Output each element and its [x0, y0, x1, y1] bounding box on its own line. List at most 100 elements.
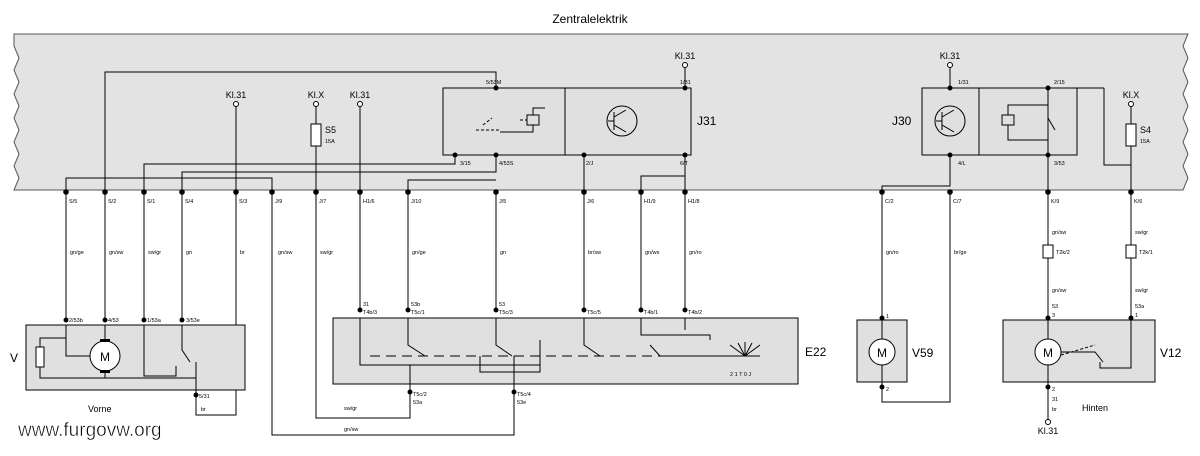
wire-label: gn	[500, 250, 506, 256]
wire-label: gn/ge	[70, 250, 84, 256]
terminal-label: K/9	[1051, 199, 1059, 205]
v12-pin: 2	[1052, 387, 1055, 393]
j31-pin-553m: 5/53M	[486, 80, 502, 86]
terminal-label: J/7	[319, 199, 326, 205]
terminal-label: J/10	[411, 199, 421, 205]
wire-label: gn/sw	[1052, 230, 1066, 236]
wiper-motor-rear-v12: M V12 53 3 53a 1 2 31 br Kl.31 Hinten	[1002, 304, 1182, 436]
wire-label: br	[1052, 407, 1057, 413]
fuse-s5-amp: 15A	[325, 139, 335, 145]
motor-v12-caption: Hinten	[1082, 403, 1108, 413]
switch-positions: 2 1 T 0 J	[730, 372, 751, 378]
motor-icon: M	[100, 350, 110, 364]
wire-label: sw/gr	[344, 406, 357, 412]
terminal-label: S/2	[108, 199, 116, 205]
v59-pin: 1	[886, 314, 889, 320]
e22-pin: T5c/2	[413, 392, 427, 398]
terminal-label: J/6	[587, 199, 594, 205]
wire-label: br	[201, 407, 206, 413]
motor-icon: M	[877, 346, 887, 360]
motor-v-pin: 4/53	[108, 318, 119, 324]
terminal-label: S/4	[185, 199, 193, 205]
e22-pin: 53b	[411, 302, 420, 308]
v59-label: V59	[912, 346, 934, 360]
e22-pin: T5c/5	[587, 310, 601, 316]
motor-v-pin: 3/53e	[186, 318, 200, 324]
j30-label: J30	[892, 114, 912, 128]
e22-pin: T4b/2	[688, 310, 702, 316]
wire-label: gn/sw	[1052, 288, 1066, 294]
e22-pin: 53	[499, 302, 505, 308]
terminal-label: H1/9	[644, 199, 656, 205]
wire-label: br/ge	[954, 250, 967, 256]
e22-pin: T4b/3	[363, 310, 377, 316]
junction-dots	[452, 85, 1051, 158]
motor-v-label: V	[10, 351, 18, 365]
wire-label: gn/ro	[689, 250, 702, 256]
wire-label: sw/gr	[148, 250, 161, 256]
internal-wiring	[65, 71, 1131, 192]
motor-icon: M	[1043, 346, 1053, 360]
e22-pin: T5c/4	[517, 392, 531, 398]
v12-pin: 53a	[1135, 304, 1145, 310]
relay-j31: J31 5/53M 1/31 3/15 4/53S 2/J 6/T	[442, 80, 717, 167]
kl31-label: Kl.31	[1038, 426, 1059, 436]
wire-label: br	[240, 250, 245, 256]
fuse-s4-label: S4	[1140, 125, 1151, 135]
relay-j30: J30 1/31 2/15 4/L 3/53	[892, 80, 1078, 167]
transistor-icon	[934, 105, 966, 137]
terminal-label: J/9	[275, 199, 282, 205]
e22-pin: T5c/3	[499, 310, 513, 316]
kl31-label: Kl.31	[226, 90, 247, 100]
wire-label: sw/gr	[1135, 230, 1148, 236]
connector-label: T2k/2	[1056, 250, 1070, 256]
j31-pin-453s: 4/53S	[499, 161, 514, 167]
wiper-motor-front-v: V M 2/53b 4/53 1/53a 3/53e 5/31 Vorne	[10, 318, 246, 414]
e22-pin: T4b/1	[644, 310, 658, 316]
j30-pin-215: 2/15	[1054, 80, 1065, 86]
j31-pin-2j: 2/J	[586, 161, 594, 167]
fuse-s4-amp: 15A	[1140, 139, 1150, 145]
v12-pin: 53	[1052, 304, 1058, 310]
v12-pin: 31	[1052, 397, 1058, 403]
v12-label: V12	[1160, 346, 1182, 360]
e22-pin: T5c/1	[411, 310, 425, 316]
terminal-label: S/3	[239, 199, 247, 205]
wire-label: sw/gr	[1135, 288, 1148, 294]
j31-pin-6t: 6/T	[680, 161, 689, 167]
wire-label: gn/ge	[412, 250, 426, 256]
motor-v-pin: 1/53a	[147, 318, 162, 324]
wire-label: gn	[186, 250, 192, 256]
klx-label: Kl.X	[308, 90, 325, 100]
kl31-label: Kl.31	[675, 51, 696, 61]
terminal-label: K/6	[1134, 199, 1142, 205]
harness-wires	[65, 192, 1137, 436]
terminal-label: C/2	[885, 199, 894, 205]
connector-label: T2k/1	[1139, 250, 1153, 256]
fuse-s4: S4 15A	[1125, 123, 1151, 192]
e22-pin: 31	[363, 302, 369, 308]
terminal-label: J/5	[499, 199, 506, 205]
lower-connector-dots	[63, 307, 1134, 398]
wire-label: br/sw	[588, 250, 601, 256]
wiper-switch-e22: E22 2 1 T 0 J 31 T4b/3 53b T5c/1 53 T5c/…	[332, 302, 827, 406]
terminal-label: C/7	[953, 199, 962, 205]
fuse-s5-label: S5	[325, 125, 336, 135]
fuse-s5: S5 15A	[310, 123, 336, 192]
transistor-icon	[606, 105, 638, 137]
washer-pump-v59: M V59 1 2	[856, 314, 934, 393]
j31-label: J31	[697, 114, 717, 128]
j30-pin-353: 3/53	[1054, 161, 1065, 167]
wire-color-labels: gn/ge gn/sw sw/gr gn br gn/sw sw/gr gn/g…	[70, 230, 1153, 433]
kl31-label: Kl.31	[940, 51, 961, 61]
j30-pin-4l: 4/L	[958, 161, 966, 167]
motor-v-pin: 5/31	[199, 394, 210, 400]
e22-label: E22	[805, 345, 827, 359]
terminal-label: H1/6	[363, 199, 375, 205]
v12-pin: 1	[1135, 313, 1138, 319]
v12-pin: 3	[1052, 313, 1055, 319]
terminal-label: H1/8	[688, 199, 700, 205]
diagram-title: Zentralelektrik	[552, 12, 628, 26]
wire-label: gn/sw	[109, 250, 123, 256]
